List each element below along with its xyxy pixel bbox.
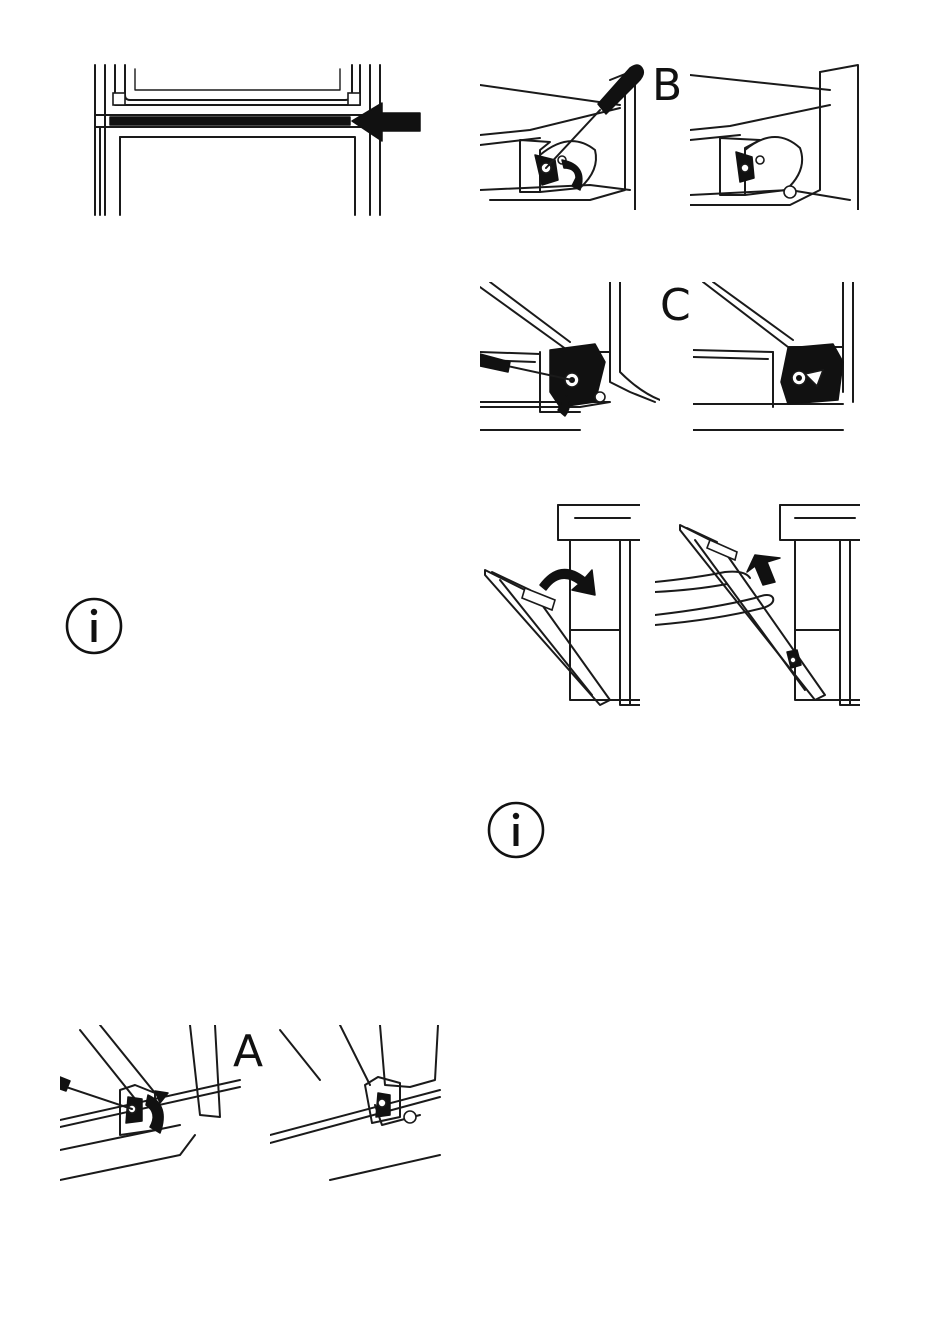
hinge-b-locked-illustration <box>690 60 860 210</box>
arrow-left-icon <box>352 103 420 141</box>
arrow-up-icon <box>747 555 780 585</box>
info-icon <box>64 596 124 656</box>
figure-label-c: C <box>660 284 691 328</box>
door-gap-illustration <box>80 55 440 220</box>
hinge-a-unlock-illustration <box>60 1025 250 1185</box>
hinge-c-locked-illustration <box>693 282 863 432</box>
figure-label-b: B <box>652 64 682 108</box>
door-rotate-illustration <box>480 500 640 710</box>
rotate-arrow-icon <box>540 569 595 595</box>
figure-label-a: A <box>233 1030 263 1074</box>
hinge-b-unlock-illustration <box>480 60 680 210</box>
hinge-a-locked-illustration <box>270 1025 445 1185</box>
door-lift-illustration <box>655 500 860 710</box>
info-icon <box>486 800 546 860</box>
hinge-c-unlock-illustration <box>480 282 660 432</box>
